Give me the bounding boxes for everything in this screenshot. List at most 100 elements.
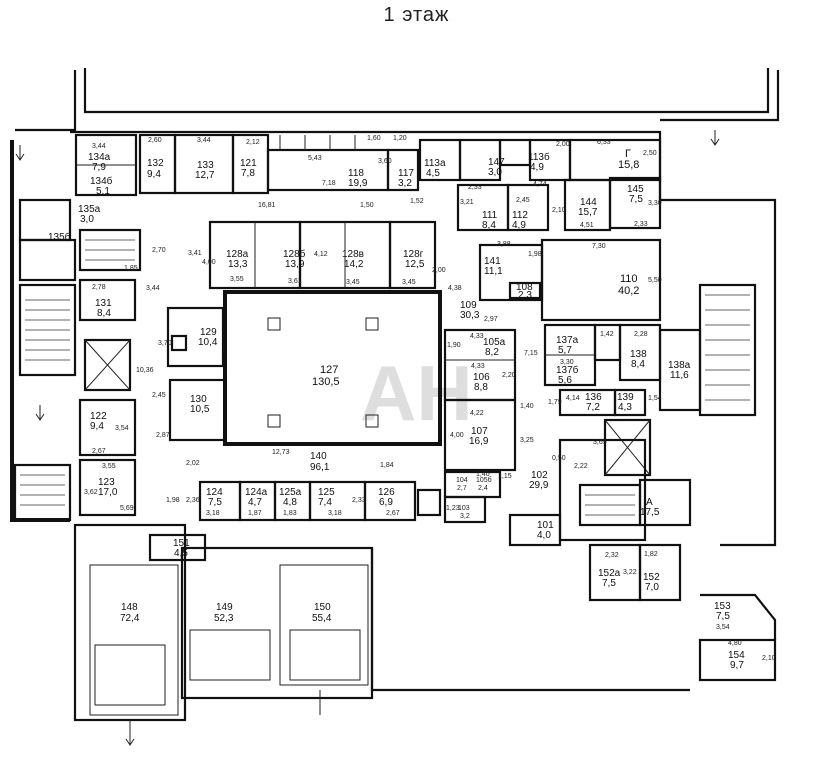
room-149-area: 52,3 [214, 613, 234, 624]
room-128b-number: 128б [283, 248, 306, 260]
right-cluster [543, 283, 757, 542]
room-109-number: 109 [460, 300, 477, 311]
dimension-label: 3,88 [497, 241, 511, 248]
room-129-area: 10,4 [198, 337, 218, 348]
dimension-label: 3,25 [520, 437, 534, 444]
dimension-label: 2,70 [152, 247, 166, 254]
dimension-label: 1,90 [447, 342, 461, 349]
room-152-number: 152 [643, 572, 660, 583]
dimension-label: 3,61 [288, 278, 302, 285]
room-133-number: 133 [197, 160, 214, 171]
central-rooms [166, 220, 662, 472]
room-a-number: А [646, 497, 653, 508]
room-145-area: 7,5 [629, 194, 643, 205]
dimension-label: 4,33 [470, 333, 484, 340]
room-152-area: 7,0 [645, 582, 659, 593]
dimension-label: 12,73 [272, 449, 290, 456]
room-128g-number: 128г [403, 249, 424, 260]
room-152a-area: 7,5 [602, 578, 616, 589]
dimension-label: 2,12 [246, 139, 260, 146]
room-113b-area: 4,9 [530, 162, 544, 173]
dimension-label: 4,14 [566, 395, 580, 402]
room-138a-area: 11,6 [670, 370, 689, 381]
room-108-number: 108 [516, 282, 533, 293]
room-101-area: 4,0 [537, 530, 551, 541]
dimension-label: 3,44 [92, 143, 106, 150]
dimension-label: 4,51 [580, 222, 594, 229]
room-153-number: 153 [714, 601, 731, 612]
room-125a-area: 4,8 [283, 497, 297, 508]
dimension-label: 5,50 [648, 277, 662, 284]
room-124a-area: 4,7 [248, 497, 262, 508]
dimension-label: 1,15 [498, 473, 512, 480]
dimension-label: 1,42 [600, 331, 614, 338]
room-128g-area: 12,5 [405, 259, 425, 270]
room-105b-area: 2,4 [478, 485, 488, 492]
dimension-label: 3,55 [102, 463, 116, 470]
room-150-area: 55,4 [312, 613, 332, 624]
room-134a-number: 134а [88, 152, 111, 163]
dimension-label: 3,65 [593, 439, 607, 446]
dimension-label: 3,30 [560, 359, 574, 366]
room-145-number: 145 [627, 184, 644, 195]
dimension-label: 3,70 [158, 340, 172, 347]
room-154-area: 9,7 [730, 660, 744, 671]
dimension-label: 3,44 [197, 137, 211, 144]
room-128v-area: 14,2 [344, 259, 364, 270]
dimension-label: 3,18 [328, 510, 342, 517]
dimension-label: 1,50 [360, 202, 374, 209]
floor-title: 1 этаж [383, 4, 450, 26]
watermark-text: АН [360, 349, 473, 437]
room-138a-number: 138а [668, 360, 691, 371]
room-102-area: 29,9 [529, 480, 549, 491]
room-g-number: Г [625, 148, 631, 160]
room-137b-number: 137б [556, 364, 579, 376]
dimension-label: 4,00 [202, 259, 216, 266]
room-113a-area: 4,5 [426, 168, 440, 179]
dimension-label: 2,28 [634, 331, 648, 338]
dimension-label: 3,30 [648, 200, 662, 207]
dimension-label: 2,10 [552, 207, 566, 214]
dimension-label: 3,55 [230, 276, 244, 283]
dimension-label: 3,54 [115, 425, 129, 432]
dimension-label: 1,84 [380, 462, 394, 469]
room-122-area: 9,4 [90, 421, 104, 432]
room-111-area: 8,4 [482, 220, 496, 231]
room-104-number: 104 [456, 477, 468, 484]
left-column-rooms [78, 278, 137, 517]
dimension-label: 1,98 [528, 251, 542, 258]
dimension-label: 2,02 [186, 460, 200, 467]
room-130-area: 10,5 [190, 404, 210, 415]
room-134b-area: 5,1 [96, 186, 110, 197]
dimension-label: 3,45 [402, 279, 416, 286]
room-141-area: 11,1 [484, 266, 503, 277]
dimension-label: 1,85 [124, 265, 138, 272]
room-113a-number: 113а [424, 158, 446, 169]
room-124a-number: 124а [245, 487, 268, 498]
large-room-inner [89, 564, 369, 716]
dimension-label: 4,38 [448, 285, 462, 292]
room-137a-area: 5,7 [558, 345, 572, 356]
room-144-area: 15,7 [578, 207, 598, 218]
room-125a-number: 125а [279, 487, 302, 498]
room-105a-number: 105а [483, 337, 506, 348]
room-103-area: 3,2 [460, 513, 470, 520]
room-135a-number: 135а [78, 204, 101, 215]
room-153-area: 7,5 [716, 611, 730, 622]
dimension-label: 1,40 [476, 471, 490, 478]
dimension-label: 2,36 [186, 497, 200, 504]
dimension-label: 2,00 [556, 141, 570, 148]
dimension-label: 3,18 [206, 510, 220, 517]
room-118-number: 118 [348, 168, 364, 179]
room-117-number: 117 [398, 168, 414, 179]
dimension-label: 2,10 [762, 655, 776, 662]
dimension-label: 2,45 [516, 197, 530, 204]
room-147-number: 147 [488, 157, 505, 168]
room-118-area: 19,9 [348, 178, 368, 189]
room-138-area: 8,4 [631, 359, 645, 370]
dimension-label: 4,00 [450, 432, 464, 439]
room-148-number: 148 [121, 602, 138, 613]
dimension-label: 3,60 [378, 158, 392, 165]
left-stairs [13, 198, 142, 522]
